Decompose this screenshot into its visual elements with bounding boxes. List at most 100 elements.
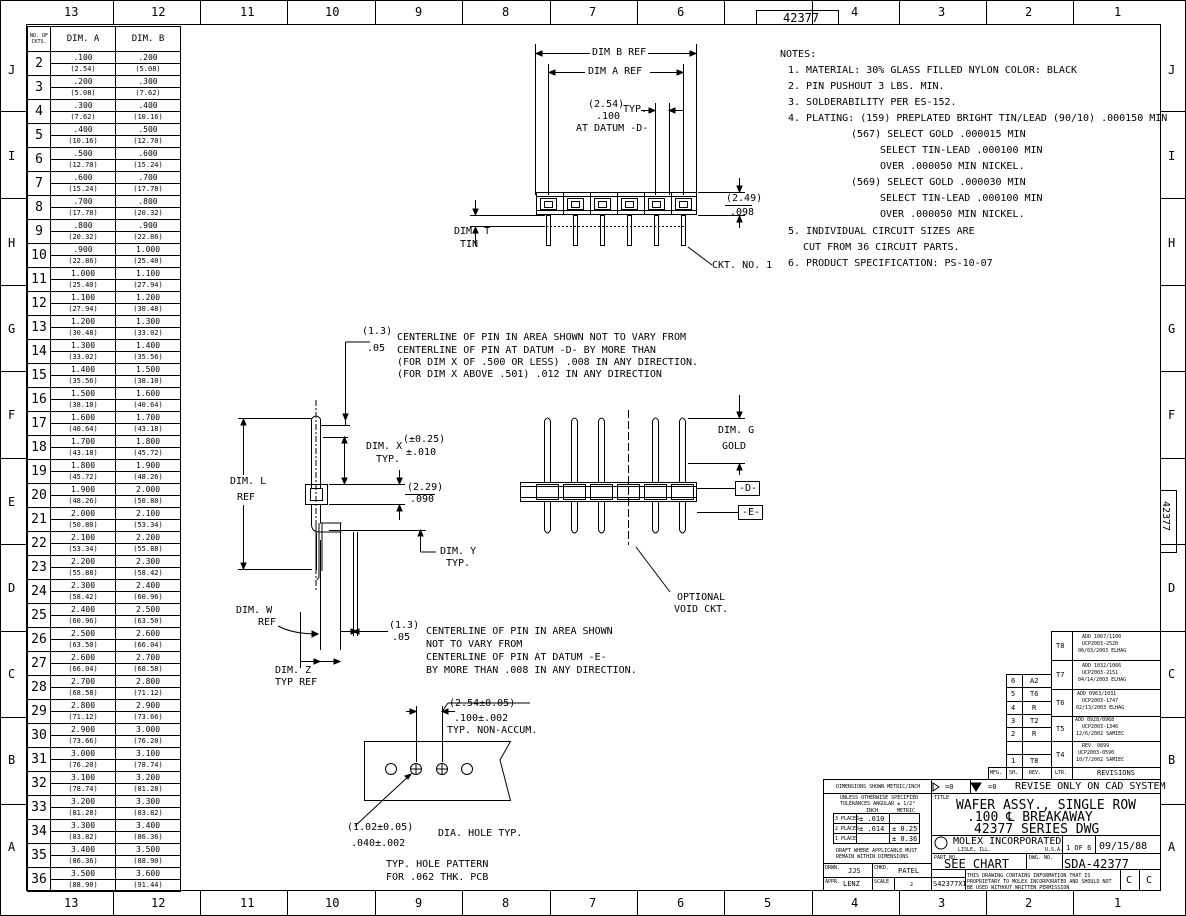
dim-b-inch: .500 (115, 123, 181, 136)
dim-a-inch: 2.200 (50, 555, 116, 568)
dim-w-label: DIM. W (236, 605, 273, 616)
dim-l-ref: REF (237, 492, 256, 503)
title-line-2: .100 ℄ BREAKAWAY (967, 810, 1093, 825)
wafer-mm: (2.29) (407, 482, 444, 493)
dim-a-inch: .200 (50, 75, 116, 88)
row-label-E: E (8, 495, 16, 509)
dim-b-inch: 1.100 (115, 267, 181, 280)
dim-row: 5.400.500 (27, 123, 181, 148)
ckt-count: 13 (27, 315, 51, 340)
dim-b-inch: 1.500 (115, 363, 181, 376)
ckt-count: 31 (27, 747, 51, 772)
dim-b-mm: (78.74) (115, 759, 181, 772)
dim-y-label: DIM. Y (440, 546, 477, 557)
dim-a-mm: (12.70) (50, 159, 116, 172)
centerline-note-1: CENTERLINE OF PIN AT DATUM -D- BY MORE T… (397, 345, 656, 356)
centerline-note-2: CENTERLINE OF PIN AT DATUM -E- (426, 652, 607, 663)
dim-a-mm: (63.50) (50, 639, 116, 652)
rev-desc: UCP2003-2520 (1082, 641, 1119, 647)
dim-a-inch: 3.200 (50, 795, 116, 808)
col-label-1-b: 1 (1114, 896, 1122, 910)
col-label-10-b: 10 (325, 896, 340, 910)
sheet-no: 4 (1011, 704, 1016, 712)
dim-a-inch: 1.500 (50, 387, 116, 400)
rev-desc: 06/03/2003 ELHAG (1078, 648, 1127, 654)
tol-metric-label: METRIC (897, 808, 916, 814)
dim-a-inch: 3.500 (50, 867, 116, 880)
wafer-in: .090 (410, 494, 435, 505)
dim-row-metric: (25.40)(27.94) (28, 279, 181, 292)
note-line: OVER .000050 MIN NICKEL. (880, 209, 1025, 220)
dim-a-label: DIM A REF (588, 66, 643, 77)
dim-a-mm: (45.72) (50, 471, 116, 484)
hole-pitch-in: .100±.002 (454, 713, 509, 724)
title-label: TITLE (934, 795, 950, 801)
sheet-no: 3 (1011, 717, 1016, 725)
dim-row-metric: (17.78)(20.32) (28, 207, 181, 220)
dim-a-inch: 3.000 (50, 747, 116, 760)
ckt-count: 21 (27, 507, 51, 532)
dim-b-inch: 1.900 (115, 459, 181, 472)
dim-a-inch: 1.100 (50, 291, 116, 304)
centerline-note-2: CENTERLINE OF PIN IN AREA SHOWN (426, 626, 613, 637)
hole-dia-mm: (1.02±0.05) (347, 822, 414, 833)
dim-a-mm: (76.20) (50, 759, 116, 772)
tol-places: 3 PLACES (835, 816, 860, 822)
dim-row: 7.600.700 (27, 171, 181, 196)
hole-dia-note: DIA. HOLE TYP. (438, 828, 523, 839)
dim-a-mm: (35.56) (50, 375, 116, 388)
col-label-10: 10 (325, 5, 340, 19)
dim-row-metric: (40.64)(43.18) (28, 423, 181, 436)
dim-b-mm: (60.96) (115, 591, 181, 604)
dim-b-mm: (48.26) (115, 471, 181, 484)
dim-b-inch: 2.200 (115, 531, 181, 544)
dim-b-mm: (20.32) (115, 207, 181, 220)
ckt-count: 9 (27, 219, 51, 244)
row-label-F-r: F (1168, 408, 1176, 422)
dim-b-mm: (71.12) (115, 687, 181, 700)
dim-b-mm: (15.24) (115, 159, 181, 172)
ckt-count: 12 (27, 291, 51, 316)
dim-row-metric: (60.96)(63.50) (28, 615, 181, 628)
sheet-rev: T6 (1030, 690, 1039, 698)
part-label: PART NO. (934, 855, 959, 861)
dim-a-mm: (83.82) (50, 831, 116, 844)
ckt-count: 35 (27, 843, 51, 868)
pitch-typ: TYP. (623, 104, 648, 115)
ckt-count: 22 (27, 531, 51, 556)
ckt-count: 23 (27, 555, 51, 580)
dim-b-inch: 2.400 (115, 579, 181, 592)
header-dim-b: DIM. B (115, 26, 181, 52)
height-in: .098 (730, 207, 755, 218)
col-label-13-b: 13 (64, 896, 79, 910)
dim-b-mm: (45.72) (115, 447, 181, 460)
dim-row-metric: (50.80)(53.34) (28, 519, 181, 532)
dim-b-mm: (73.66) (115, 711, 181, 724)
dim-b-inch: 2.900 (115, 699, 181, 712)
dim-b-mm: (58.42) (115, 567, 181, 580)
size-value: C (1126, 875, 1133, 886)
dim-a-mm: (68.58) (50, 687, 116, 700)
dim-b-inch: .300 (115, 75, 181, 88)
dim-b-mm: (5.08) (115, 63, 181, 76)
dim-a-mm: (50.80) (50, 519, 116, 532)
ckt-count: 28 (27, 675, 51, 700)
dim-b-mm: (83.82) (115, 807, 181, 820)
dim-a-mm: (17.78) (50, 207, 116, 220)
dim-b-inch: 1.000 (115, 243, 181, 256)
note-line: 5. INDIVIDUAL CIRCUIT SIZES ARE (788, 226, 975, 237)
dim-row-metric: (45.72)(48.26) (28, 471, 181, 484)
row-label-C-r: C (1168, 667, 1176, 681)
title-line-1: WAFER ASSY., SINGLE ROW (956, 798, 1137, 813)
col-label-8: 8 (502, 5, 510, 19)
sheet-rev: T2 (1030, 717, 1039, 725)
dim-a-mm: (88.90) (50, 879, 116, 892)
rev-ltr: T7 (1056, 671, 1065, 679)
dim-row: 9.800.900 (27, 219, 181, 244)
row-label-J-r: J (1168, 63, 1176, 77)
